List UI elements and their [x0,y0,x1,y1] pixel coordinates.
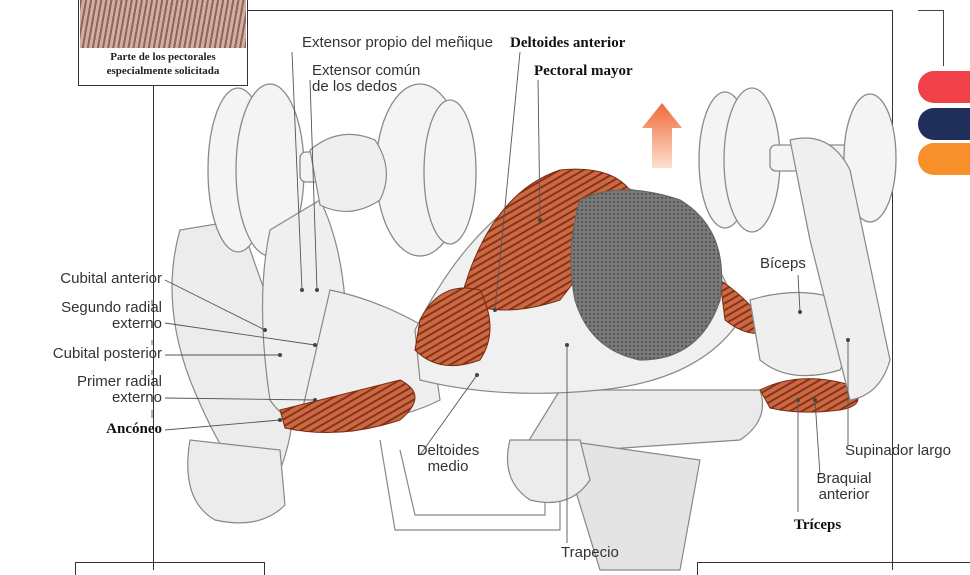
label-extensor-comun-1: Extensor común [312,62,421,79]
label-primer-radial-2: externo [111,389,162,406]
illustration-frame [153,10,893,570]
pectoral-inset: Parte de los pectorales especialmente so… [78,0,248,86]
side-bracket [918,10,944,66]
inset-caption-line2: especialmente solicitada [106,65,220,77]
legs [171,219,591,524]
inset-caption: Parte de los pectorales especialmente so… [79,50,247,78]
label-deltoides-medio-1: Deltoides [416,442,480,459]
label-braquial-anterior: Braquial anterior [806,471,882,503]
label-pectoral-mayor: Pectoral mayor [534,63,633,79]
label-primer-radial: Primer radial externo [77,374,162,406]
label-triceps: Tríceps [794,517,842,533]
inset-caption-line1: Parte de los pectorales [110,51,216,63]
label-biceps: Bíceps [760,255,806,272]
label-segundo-radial-2: externo [111,315,162,332]
label-deltoides-medio-2: medio [427,458,469,475]
label-extensor-propio: Extensor propio del meñique [302,34,493,51]
label-braquial-2: anterior [818,486,870,503]
label-anconeo: Ancóneo [106,421,162,437]
bench [379,389,764,571]
label-primer-radial-1: Primer radial [76,373,162,390]
orange-marker [918,143,970,175]
label-deltoides-medio: Deltoides medio [416,443,480,475]
label-segundo-radial: Segundo radial externo [61,300,162,332]
left-arm [261,133,441,427]
red-marker [918,71,970,103]
label-deltoides-anterior: Deltoides anterior [510,35,626,51]
pectoral-thumbnail [80,0,246,48]
label-extensor-comun: Extensor común de los dedos [312,63,420,95]
label-braquial-1: Braquial [816,470,872,487]
label-supinador-largo: Supinador largo [845,442,951,459]
bottom-left-inset [75,562,265,575]
bottom-right-inset [697,562,970,575]
label-extensor-comun-2: de los dedos [312,78,398,95]
label-segundo-radial-1: Segundo radial [61,299,162,316]
navy-marker [918,108,970,140]
label-cubital-posterior: Cubital posterior [52,345,162,362]
label-trapecio: Trapecio [561,544,619,561]
label-cubital-anterior: Cubital anterior [60,270,162,287]
head [570,189,723,361]
up-arrow-icon [642,103,682,168]
right-arm [749,137,891,401]
leader-lines [151,51,849,543]
